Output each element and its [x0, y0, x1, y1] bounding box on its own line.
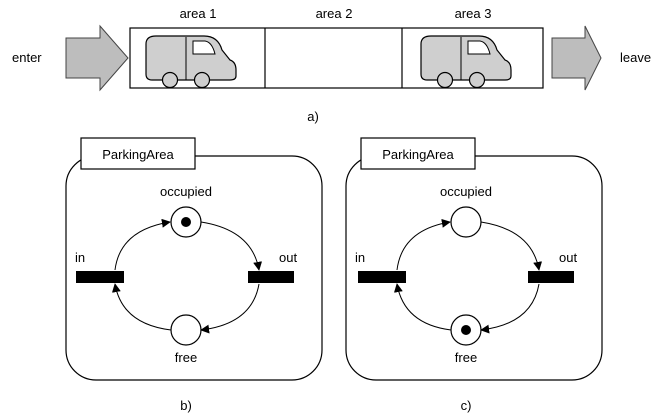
petri-b-transition-in-label: in [75, 250, 85, 265]
enter-label: enter [12, 50, 42, 65]
petri-c-title-box [360, 137, 476, 170]
petri-c-transition-out [528, 271, 574, 283]
petri-b-title: ParkingArea [102, 147, 174, 162]
leave-label: leave [620, 50, 651, 65]
area-3-label: area 3 [455, 6, 492, 21]
petri-b-transition-out [248, 271, 294, 283]
petri-b-transition-out-label: out [279, 250, 297, 265]
petri-net-c: ParkingArea occupied free in out c) [345, 137, 603, 413]
caption-b: b) [180, 398, 192, 413]
petri-b-transition-in [76, 271, 124, 283]
petri-c-arc-out-free [480, 283, 540, 334]
petri-c-transition-in [358, 271, 406, 283]
petri-c-place-occupied [450, 206, 482, 238]
petri-b-place-free-label: free [175, 350, 197, 365]
petri-c-token [461, 325, 471, 335]
petri-b-arc-free-in [111, 283, 172, 331]
petri-b-place-free [170, 314, 202, 346]
lane-box [129, 27, 544, 89]
petri-c-arc-in-occupied [396, 218, 451, 271]
car-icon-area-3 [420, 35, 512, 89]
petri-c-transition-in-label: in [355, 250, 365, 265]
petri-b-place-occupied-label: occupied [160, 184, 212, 199]
petri-c-transition-out-label: out [559, 250, 577, 265]
area-2-label: area 2 [316, 6, 353, 21]
petri-b-title-box [80, 137, 196, 170]
petri-c-place-free-label: free [455, 350, 477, 365]
caption-c: c) [461, 398, 472, 413]
petri-b-arc-in-occupied [114, 218, 171, 271]
parking-lane-figure: enter area 1 area 2 area 3 leave [12, 6, 651, 124]
petri-c-arc-free-in [393, 283, 452, 331]
caption-a: a) [307, 109, 319, 124]
petri-b-arc-occupied-out [200, 221, 263, 271]
petri-c-title: ParkingArea [382, 147, 454, 162]
petri-c-arc-occupied-out [480, 221, 543, 271]
petri-b-arc-out-free [200, 283, 260, 334]
petri-net-b: ParkingArea occupied free in out b) [65, 137, 323, 413]
area-1-label: area 1 [180, 6, 217, 21]
car-icon-area-1 [145, 35, 237, 89]
petri-b-token [181, 217, 191, 227]
enter-arrow [65, 24, 129, 92]
petri-c-place-occupied-label: occupied [440, 184, 492, 199]
leave-arrow [551, 25, 602, 91]
